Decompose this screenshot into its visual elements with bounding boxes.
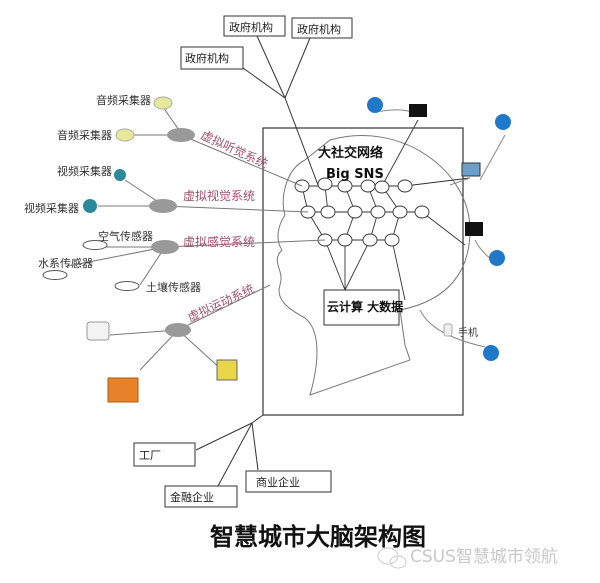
phone-label: 手机 (458, 326, 478, 339)
commerce-label: 商业企业 (256, 475, 300, 489)
water-sensor-icon (42, 270, 68, 280)
finance-box (164, 485, 238, 508)
audio-collector-label: 音频采集器 (96, 93, 151, 107)
factory-box (133, 442, 196, 467)
government-label: 政府机构 (185, 51, 229, 65)
audio-collector-icon (115, 128, 135, 142)
user-icon (367, 97, 383, 113)
hearing-system-label: 虚拟听觉系统 (199, 128, 270, 171)
printer-icon (86, 321, 110, 341)
soil-sensor-icon (114, 281, 140, 291)
air-sensor-icon (82, 240, 108, 250)
big-sns-label: Big SNS (326, 167, 384, 182)
audio-collector-icon (153, 96, 173, 110)
toolbox-icon (107, 377, 139, 403)
cloud-bigdata-label: 云计算 大数据 (327, 299, 403, 314)
watermark-label: CSUS智慧城市领航 (410, 547, 558, 567)
hearing-hub (167, 128, 195, 142)
left-connections (67, 106, 326, 371)
government-box (291, 17, 353, 39)
forklift-icon (216, 359, 238, 381)
desktop-icon (465, 222, 483, 236)
desktop-icon (409, 104, 427, 117)
phone-icon (443, 323, 453, 337)
factory-label: 工厂 (139, 449, 161, 462)
user-icon (489, 250, 505, 266)
brain-frame (262, 127, 464, 416)
wechat-icon (377, 547, 407, 569)
government-box (180, 46, 244, 70)
sensing-hub (151, 240, 179, 254)
cloud-bigdata-box (323, 289, 400, 326)
audio-collector-label: 音频采集器 (57, 128, 112, 142)
government-group: 政府机构 政府机构 政府机构 (180, 15, 353, 186)
motion-hub (165, 323, 191, 337)
video-camera-icon (114, 169, 126, 181)
user-icon (483, 345, 499, 361)
user-icon (495, 114, 511, 130)
commerce-box (245, 470, 332, 493)
government-box (223, 15, 286, 37)
vision-hub (149, 199, 177, 213)
air-sensor-label: 空气传感器 (98, 229, 153, 243)
government-label: 政府机构 (229, 20, 273, 34)
laptop-icon (461, 162, 481, 177)
soil-sensor-label: 土壤传感器 (146, 280, 201, 294)
hubs (149, 128, 195, 337)
enterprise-connections (195, 414, 264, 487)
water-sensor-label: 水系传感器 (38, 257, 93, 270)
government-label: 政府机构 (297, 22, 341, 36)
video-camera-icon (83, 199, 97, 213)
video-collector-label: 视频采集器 (24, 201, 79, 215)
head-outline (276, 135, 471, 396)
vision-system-label: 虚拟视觉系统 (183, 188, 255, 203)
diagram-title: 智慧城市大脑架构图 (210, 523, 426, 551)
social-network-label: 大社交网络 (318, 145, 383, 161)
video-collector-label: 视频采集器 (57, 164, 112, 178)
finance-label: 金融企业 (170, 490, 214, 504)
sensing-system-label: 虚拟感觉系统 (183, 234, 255, 249)
